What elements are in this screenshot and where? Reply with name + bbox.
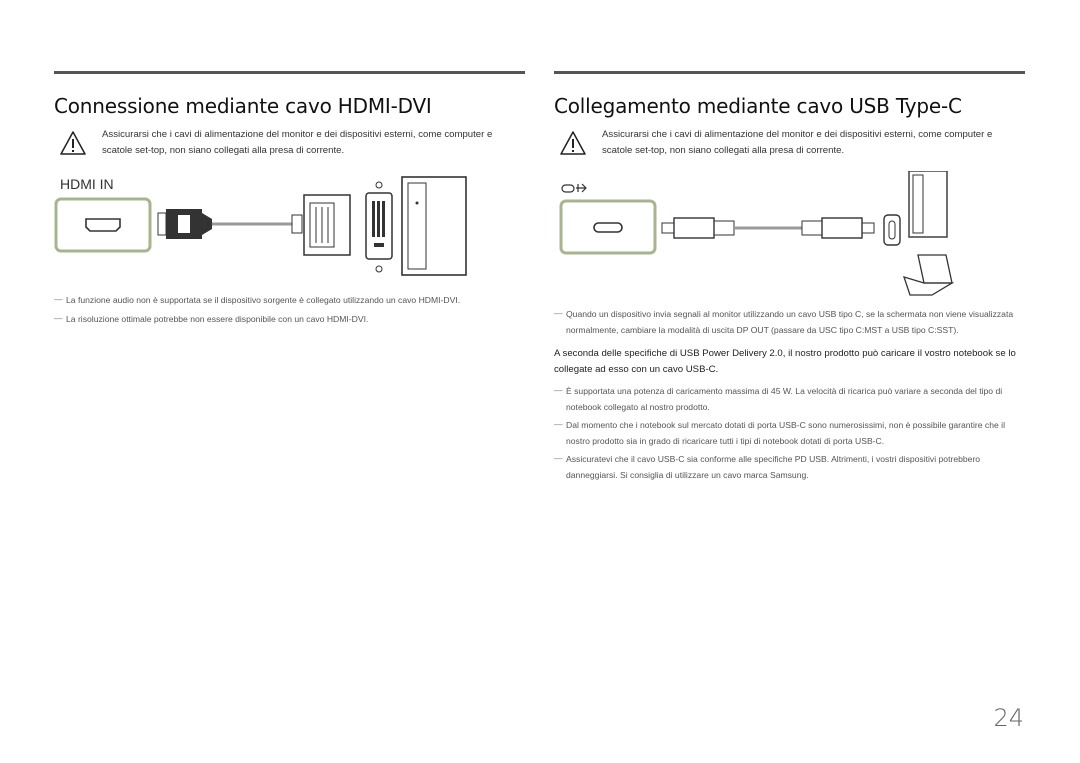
section-title: Connessione mediante cavo HDMI-DVI [54, 94, 432, 118]
pc-tower-icon [401, 176, 467, 276]
usb-c-diagram [554, 171, 1025, 299]
list-item: ― Dal momento che i notebook sul mercato… [554, 419, 1005, 446]
page-number: 24 [993, 704, 1024, 732]
connection-illustration [559, 171, 955, 296]
connection-illustration [54, 176, 467, 276]
list-item: ― La risoluzione ottimale potrebbe non e… [54, 312, 369, 324]
laptop-icon [902, 254, 955, 296]
section-hdmi-dvi: Connessione mediante cavo HDMI-DVI Assic… [54, 71, 525, 327]
section-divider [54, 71, 525, 74]
caution-notice: Assicurarsi che i cavi di alimentazione … [554, 127, 1025, 159]
caution-text: Assicurarsi che i cavi di alimentazione … [102, 129, 493, 156]
section-divider [554, 71, 1025, 74]
hdmi-port-icon [54, 197, 152, 253]
list-item: ― La funzione audio non è supportata se … [54, 294, 461, 305]
notes-list: ― La funzione audio non è supportata se … [54, 293, 525, 327]
hdmi-dvi-diagram: HDMI IN [54, 173, 525, 279]
section-usb-type-c: Collegamento mediante cavo USB Type-C As… [554, 71, 1025, 483]
list-item: ― Assicuratevi che il cavo USB-C sia con… [554, 453, 981, 480]
caution-text: Assicurarsi che i cavi di alimentazione … [602, 129, 993, 156]
list-item: ― Quando un dispositivo invia segnali al… [554, 308, 1014, 335]
port-label: HDMI IN [60, 176, 114, 192]
warning-icon [60, 131, 86, 155]
notes-list: ― Quando un dispositivo invia segnali al… [554, 307, 1025, 338]
usb-c-port-icon [559, 199, 657, 255]
list-item: ― È supportata una potenza di caricament… [554, 385, 1003, 412]
section-title: Collegamento mediante cavo USB Type-C [554, 94, 962, 118]
usb-c-symbol-icon [561, 183, 587, 193]
caution-notice: Assicurarsi che i cavi di alimentazione … [54, 127, 525, 159]
notes-list: ― È supportata una potenza di caricament… [554, 384, 1025, 483]
power-delivery-paragraph: A seconda delle specifiche di USB Power … [554, 348, 1016, 375]
pc-tower-icon [908, 171, 948, 238]
warning-icon [560, 131, 586, 155]
